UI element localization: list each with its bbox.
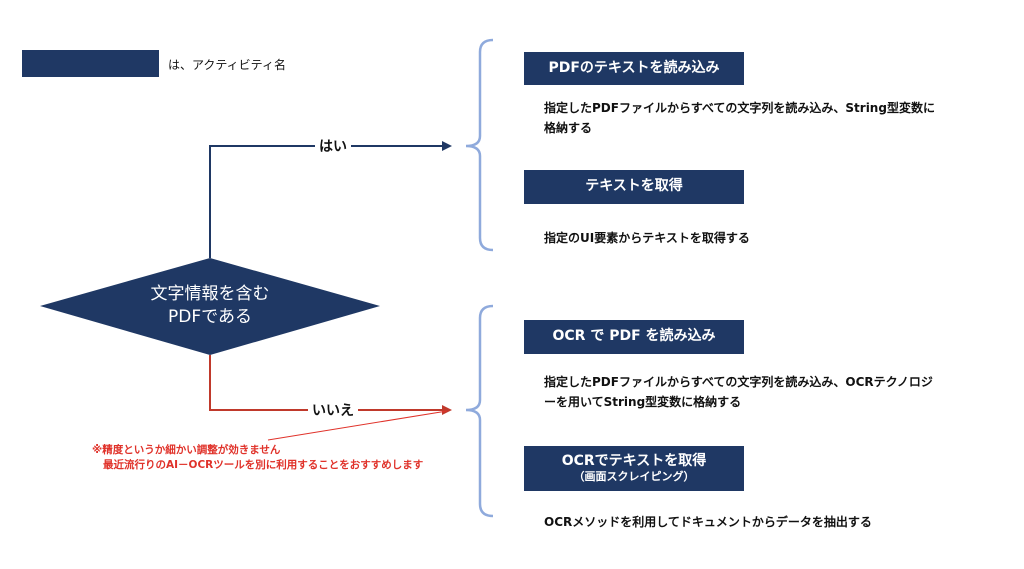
activity-get-text: テキストを取得 (524, 170, 744, 204)
activity-title: OCR で PDF を読み込み (552, 328, 716, 345)
activity-title: PDFのテキストを読み込み (548, 59, 720, 76)
activity-desc: 指定したPDFファイルからすべての文字列を読み込み、String型変数に格納する (544, 101, 935, 135)
no-label: いいえ (308, 400, 358, 420)
activity-desc: 指定のUI要素からテキストを取得する (544, 231, 750, 245)
activity-title: OCRでテキストを取得 (561, 452, 707, 469)
activity-ocr-get-text: OCRでテキストを取得 （画面スクレイピング） (524, 446, 744, 491)
activity-title: テキストを取得 (585, 178, 683, 195)
yes-arrowhead (442, 141, 452, 151)
activity-pdf-text-read: PDFのテキストを読み込み (524, 52, 744, 85)
legend-label: は、アクティビティ名 (168, 58, 286, 72)
note-pointer (267, 410, 448, 441)
yes-label: はい (315, 136, 351, 156)
decision-line-1: 文字情報を含む (150, 284, 270, 304)
decision-label: 文字情報を含む PDFである (120, 283, 300, 329)
activity-subtitle: （画面スクレイピング） (573, 470, 695, 484)
no-connector (209, 355, 445, 411)
note-line-2: 最近流行りのAI－OCRツールを別に利用することをおすすめします (103, 459, 424, 471)
no-arrowhead (442, 405, 452, 415)
activity-desc: 指定したPDFファイルからすべての文字列を読み込み、OCRテクノロジーを用いてS… (544, 375, 933, 409)
upper-bracket (465, 38, 494, 252)
activity-ocr-pdf-read: OCR で PDF を読み込み (524, 320, 744, 354)
lower-bracket (465, 304, 494, 518)
decision-diamond (40, 258, 380, 355)
decision-line-2: PDFである (168, 307, 252, 327)
note-line-1: ※精度というか細かい調整が効きません (92, 444, 281, 456)
yes-connector (209, 145, 445, 258)
legend-swatch (22, 50, 159, 77)
note-text: ※精度というか細かい調整が効きません 最近流行りのAI－OCRツールを別に利用す… (92, 443, 423, 473)
activity-desc: OCRメソッドを利用してドキュメントからデータを抽出する (544, 515, 872, 529)
